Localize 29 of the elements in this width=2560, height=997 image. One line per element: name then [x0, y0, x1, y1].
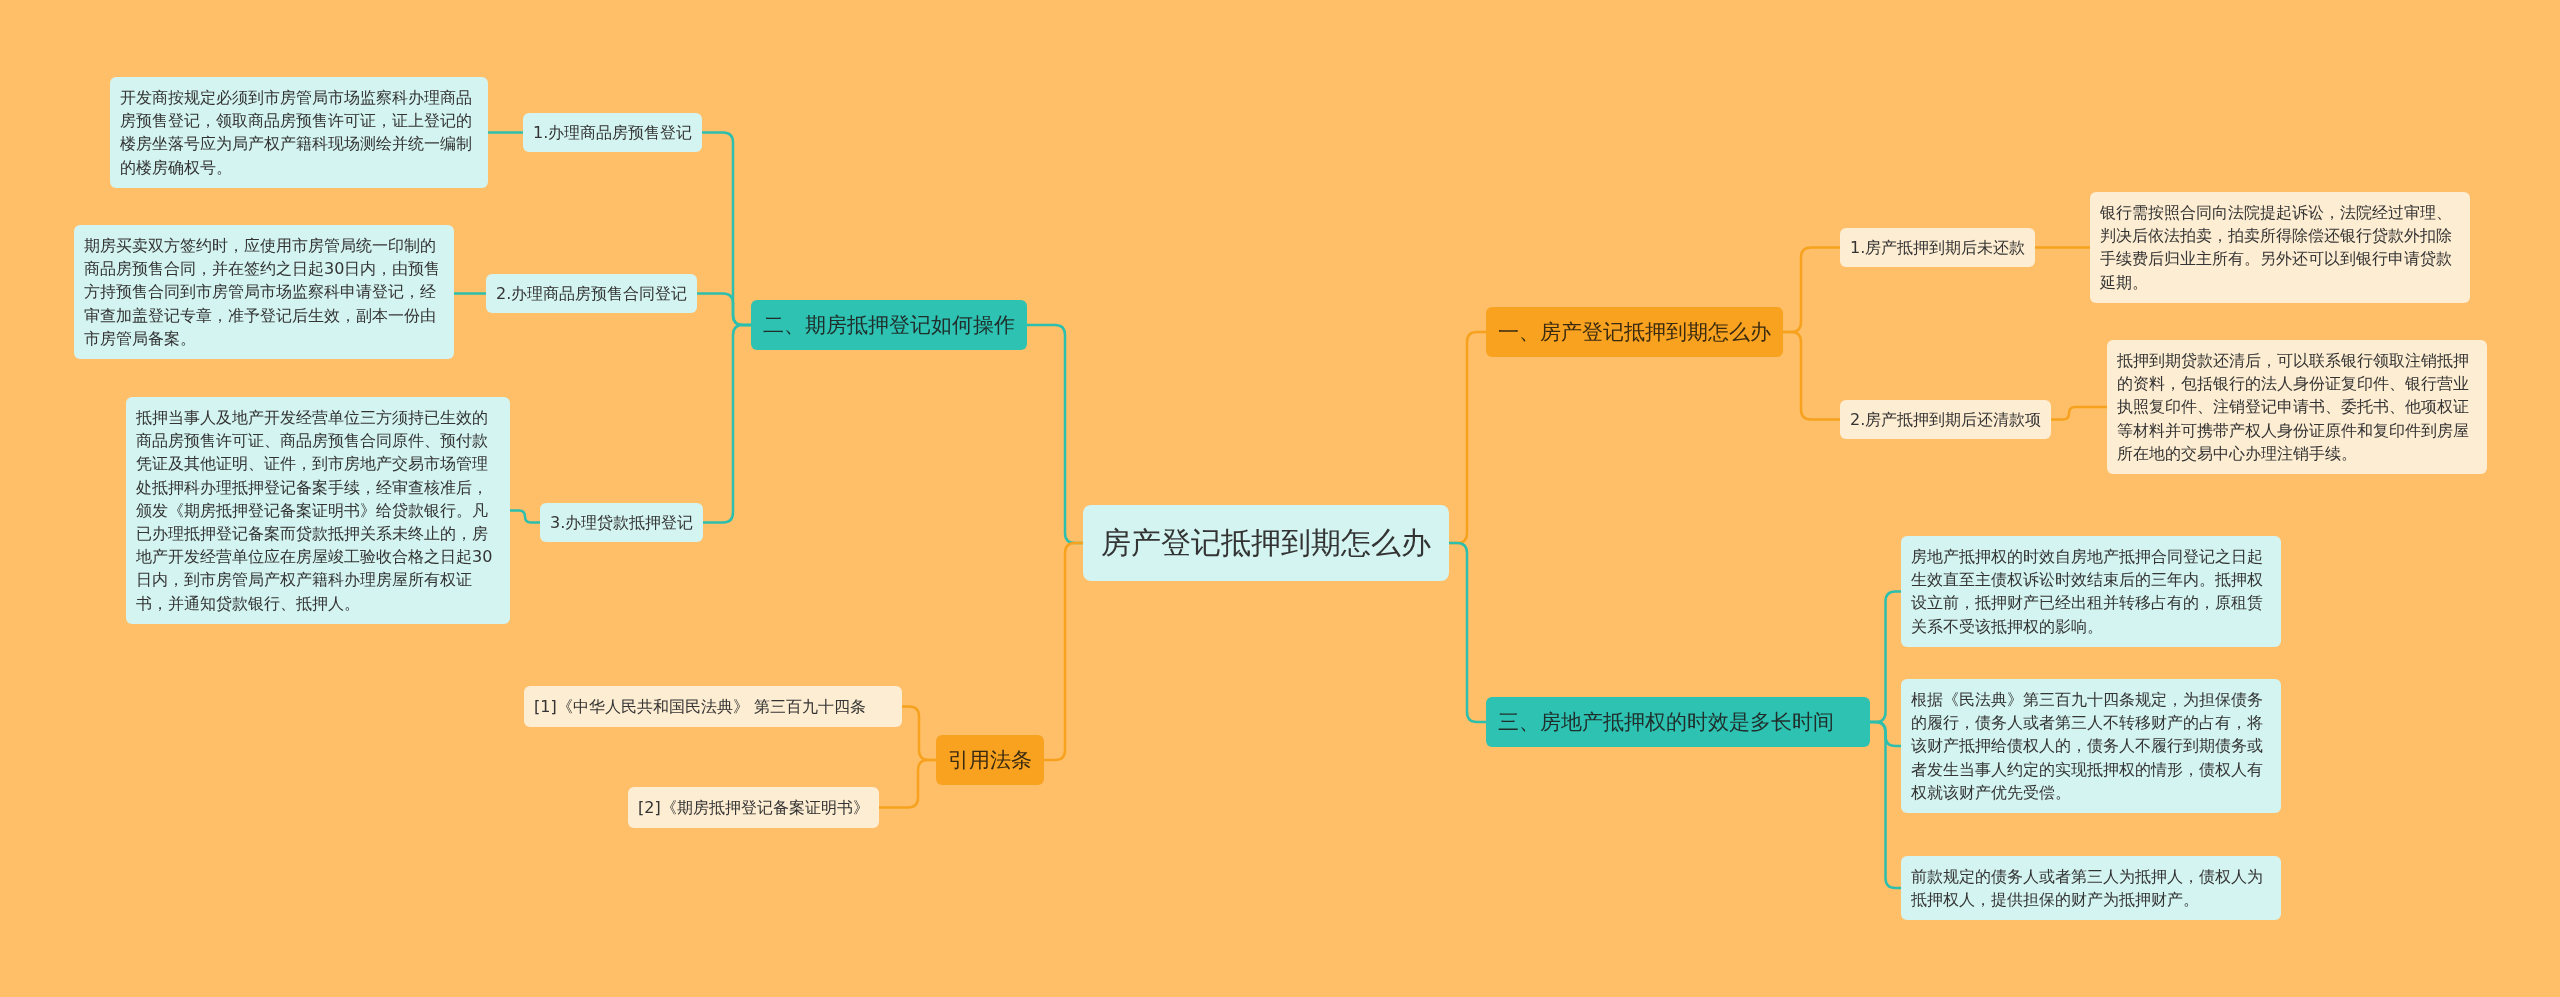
- connector-line: [488, 131, 523, 134]
- connector-line: [2035, 246, 2090, 249]
- detail-note: 开发商按规定必须到市房管局市场监察科办理商品房预售登记，领取商品房预售许可证，证上登记的楼房坐落号应为局产权产籍科现场测绘并统一编制的楼房确权号。: [110, 77, 488, 188]
- connector-line: [2051, 405, 2107, 421]
- detail-note: [1]《中华人民共和国民法典》 第三百九十四条: [524, 686, 902, 728]
- connector-line: [1783, 330, 1840, 421]
- branch-topic: 引用法条: [936, 735, 1044, 786]
- subtopic: 1.房产抵押到期后未还款: [1840, 228, 2036, 268]
- detail-note: 期房买卖双方签约时，应使用市房管局统一印制的商品房预售合同，并在签约之日起30日内，由预售方持预售合同到市房管局市场监察科申请登记，经审查加盖登记专章，准予登记后生效，副本一份由市房管局备案。: [74, 225, 454, 359]
- connector-line: [454, 292, 486, 295]
- subtopic: 2.房产抵押到期后还清款项: [1840, 400, 2052, 440]
- detail-note: 抵押到期贷款还清后，可以联系银行领取注销抵押的资料，包括银行的法人身份证复印件、银行营业执照复印件、注销登记申请书、委托书、他项权证等材料并可携带产权人身份证原件和复印件到房屋所在地的交易中心办理注销手续。: [2107, 340, 2487, 474]
- branch-topic: 二、期房抵押登记如何操作: [751, 300, 1027, 351]
- detail-note: 前款规定的债务人或者第三人为抵押人，债权人为抵押权人，提供担保的财产为抵押财产。: [1901, 856, 2281, 921]
- detail-note: 房地产抵押权的时效自房地产抵押合同登记之日起生效直至主债权诉讼时效结束后的三年内。抵押权设立前，抵押财产已经出租并转移占有的，原租赁关系不受该抵押权的影响。: [1901, 536, 2281, 647]
- connector-line: [879, 758, 936, 809]
- branch-topic: 一、房产登记抵押到期怎么办: [1486, 307, 1783, 358]
- subtopic: 1.办理商品房预售登记: [523, 113, 703, 153]
- branch-topic: 三、房地产抵押权的时效是多长时间: [1486, 697, 1870, 748]
- detail-note: 根据《民法典》第三百九十四条规定，为担保债务的履行，债务人或者第三人不转移财产的占有，将该财产抵押给债权人的，债务人不履行到期债务或者发生当事人约定的实现抵押权的情形，债权人有权就该财产优先受偿。: [1901, 679, 2281, 813]
- subtopic: 3.办理贷款抵押登记: [540, 503, 704, 543]
- detail-note: 银行需按照合同向法院提起诉讼，法院经过审理、判决后依法拍卖，拍卖所得除偿还银行贷款外扣除手续费后归业主所有。另外还可以到银行申请贷款延期。: [2090, 192, 2470, 303]
- detail-note: 抵押当事人及地产开发经营单位三方须持已生效的商品房预售许可证、商品房预售合同原件、预付款凭证及其他证明、证件，到市房地产交易市场管理处抵押科办理抵押登记备案手续，经审查核准后，颁发《期房抵押登记备案证明书》给贷款银行。凡已办理抵押登记备案而贷款抵押关系未终止的，房地产开发经营单位应在房屋竣工验收合格之日起30日内，到市房管局产权产籍科办理房屋所有权证书，并通知贷款银行、抵押人。: [126, 397, 510, 624]
- connector-line: [510, 509, 540, 524]
- connector-line: [1044, 541, 1083, 762]
- detail-note: [2]《期房抵押登记备案证明书》: [628, 787, 879, 829]
- central-topic: 房产登记抵押到期怎么办: [1083, 505, 1449, 581]
- subtopic: 2.办理商品房预售合同登记: [486, 274, 698, 314]
- connector-line: [1449, 541, 1486, 724]
